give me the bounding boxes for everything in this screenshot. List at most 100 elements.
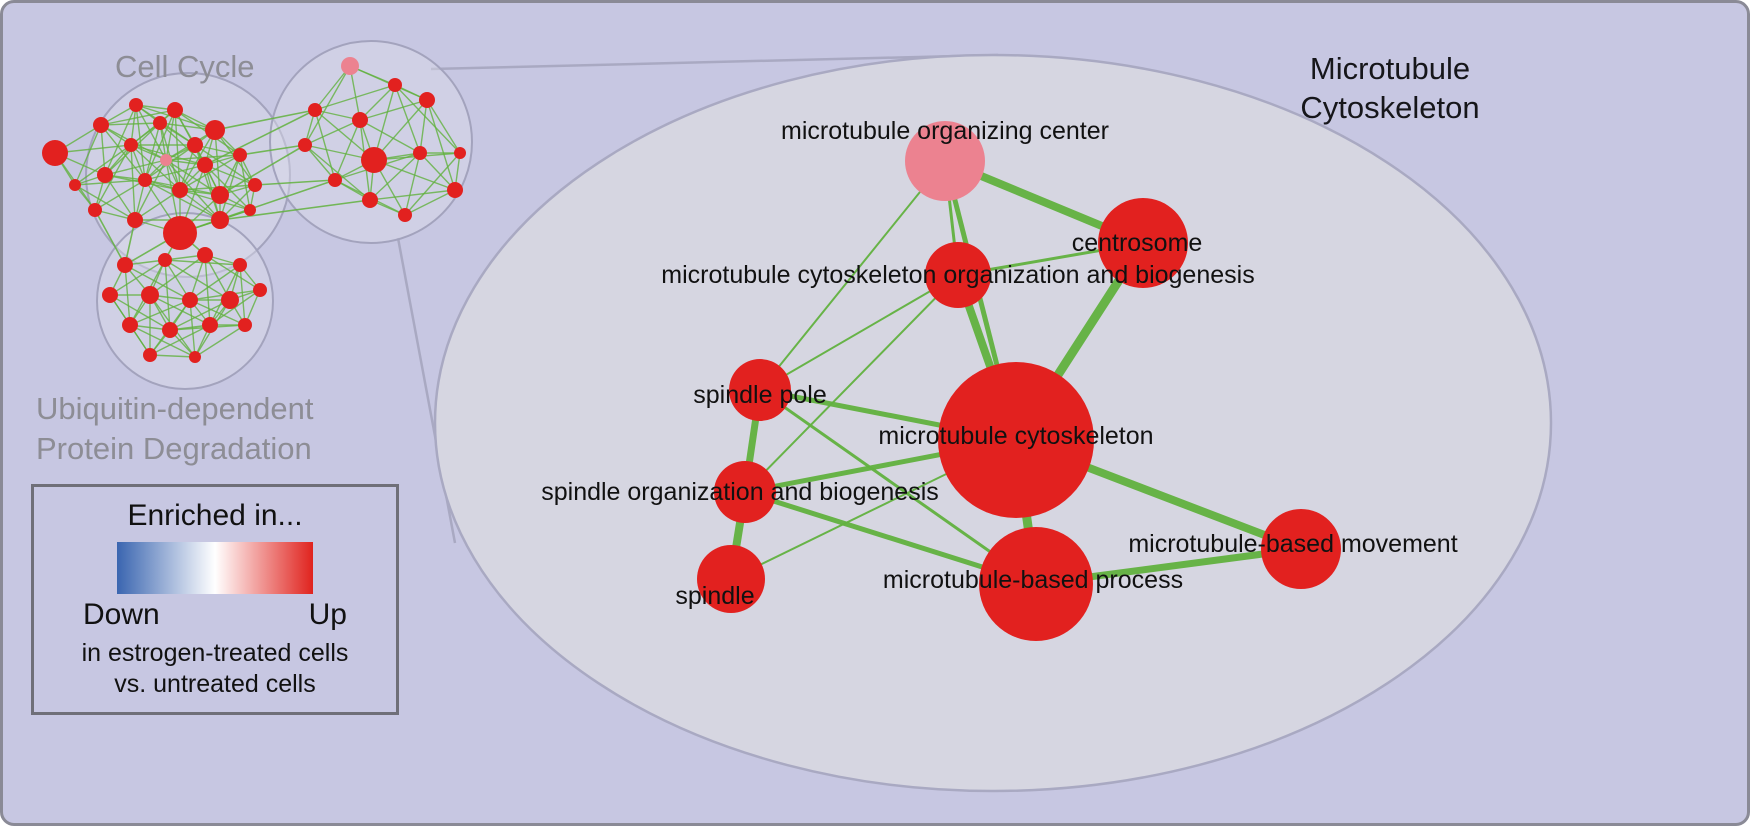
zoom-cone-line	[430, 53, 999, 71]
overview-node[interactable]	[253, 283, 267, 297]
edge-microtubule-cytoskeleton-organization-and-biogenesis--spindle-pole	[759, 274, 959, 391]
overview-node[interactable]	[153, 116, 167, 130]
overview-node[interactable]	[158, 253, 172, 267]
overview-node[interactable]	[122, 317, 138, 333]
node-microtubule-based-movement[interactable]	[1261, 509, 1341, 589]
overview-node[interactable]	[143, 348, 157, 362]
overview-edge	[204, 109, 316, 166]
overview-node[interactable]	[447, 182, 463, 198]
overview-edge	[419, 99, 428, 154]
node-label-spindle-organization-and-biogenesis: spindle organization and biogenesis	[541, 478, 939, 506]
overview-edge	[369, 152, 421, 201]
overview-node[interactable]	[117, 257, 133, 273]
node-spindle-organization-and-biogenesis[interactable]	[714, 461, 776, 523]
overview-edge	[164, 259, 171, 331]
node-spindle[interactable]	[697, 545, 765, 613]
overview-node[interactable]	[127, 212, 143, 228]
overview-node[interactable]	[244, 204, 256, 216]
overview-edge	[74, 179, 146, 186]
node-microtubule-organizing-center[interactable]	[905, 121, 985, 201]
overview-edge	[239, 264, 246, 326]
overview-node[interactable]	[93, 117, 109, 133]
overview-edge	[149, 294, 211, 326]
overview-node[interactable]	[172, 182, 188, 198]
overview-node[interactable]	[189, 351, 201, 363]
overview-node[interactable]	[141, 286, 159, 304]
overview-node[interactable]	[187, 137, 203, 153]
overview-edge	[94, 179, 146, 211]
overview-node[interactable]	[197, 157, 213, 173]
overview-edge	[100, 124, 146, 181]
overview-edge	[404, 152, 461, 216]
overview-node[interactable]	[162, 322, 178, 338]
node-label-spindle: spindle	[675, 582, 754, 610]
overview-node[interactable]	[167, 102, 183, 118]
overview-node[interactable]	[221, 291, 239, 309]
overview-edge	[179, 129, 216, 191]
overview-node[interactable]	[129, 98, 143, 112]
overview-node[interactable]	[42, 140, 68, 166]
overview-node[interactable]	[298, 138, 312, 152]
overview-edge	[189, 264, 241, 301]
overview-node[interactable]	[97, 167, 113, 183]
overview-edge	[159, 122, 206, 166]
overview-node[interactable]	[205, 120, 225, 140]
overview-node[interactable]	[197, 247, 213, 263]
overview-node[interactable]	[328, 173, 342, 187]
overview-node[interactable]	[398, 208, 412, 222]
overview-edge	[304, 144, 336, 181]
overview-node[interactable]	[388, 78, 402, 92]
overview-edge	[419, 152, 456, 191]
node-centrosome[interactable]	[1098, 198, 1188, 288]
overview-edge	[169, 299, 231, 331]
overview-edge	[209, 289, 261, 326]
overview-edge	[144, 179, 221, 221]
overview-node[interactable]	[233, 258, 247, 272]
overview-edge	[164, 259, 231, 301]
node-label-microtubule-cytoskeleton-organization-and-biogenesis: microtubule cytoskeleton organization an…	[661, 261, 1254, 289]
overview-edge	[129, 299, 191, 326]
overview-node[interactable]	[233, 148, 247, 162]
cluster-annotation-1	[269, 40, 473, 244]
node-label-microtubule-based-movement: microtubule-based movement	[1128, 530, 1457, 558]
overview-edge	[135, 104, 167, 161]
node-spindle-pole[interactable]	[729, 359, 791, 421]
overview-edge	[74, 124, 102, 186]
overview-node[interactable]	[308, 103, 322, 117]
overview-node[interactable]	[238, 318, 252, 332]
legend-title: Enriched in...	[127, 499, 303, 532]
overview-node[interactable]	[88, 203, 102, 217]
overview-edge	[134, 189, 181, 221]
overview-node[interactable]	[341, 57, 359, 75]
overview-node[interactable]	[182, 292, 198, 308]
edge-microtubule-cytoskeleton-organization-and-biogenesis--spindle-organization-and-biogenesis	[744, 274, 959, 493]
node-microtubule-cytoskeleton[interactable]	[938, 362, 1094, 518]
overview-node[interactable]	[102, 287, 118, 303]
overview-edge	[204, 254, 261, 291]
overview-node[interactable]	[419, 92, 435, 108]
overview-node[interactable]	[124, 138, 138, 152]
overview-node[interactable]	[163, 216, 197, 250]
legend-caption-line1: in estrogen-treated cells	[81, 639, 349, 667]
overview-node[interactable]	[361, 147, 387, 173]
overview-node[interactable]	[413, 146, 427, 160]
overview-node[interactable]	[211, 211, 229, 229]
overview-node[interactable]	[454, 147, 466, 159]
overview-node[interactable]	[202, 317, 218, 333]
overview-node[interactable]	[211, 186, 229, 204]
overview-node[interactable]	[138, 173, 152, 187]
overview-node[interactable]	[362, 192, 378, 208]
overview-edge	[129, 324, 196, 358]
overview-edge	[254, 179, 336, 186]
node-microtubule-based-process[interactable]	[979, 527, 1093, 641]
overview-node[interactable]	[352, 112, 368, 128]
ubiquitin-cluster-label-line1: Ubiquitin-dependent	[36, 391, 314, 426]
overview-edge	[359, 119, 421, 154]
overview-node[interactable]	[69, 179, 81, 191]
overview-node[interactable]	[160, 154, 172, 166]
edge-microtubule-organizing-center--spindle-pole	[759, 160, 946, 391]
overview-edge	[404, 189, 456, 216]
overview-node[interactable]	[248, 178, 262, 192]
node-microtubule-cytoskeleton-organization-and-biogenesis[interactable]	[925, 242, 991, 308]
